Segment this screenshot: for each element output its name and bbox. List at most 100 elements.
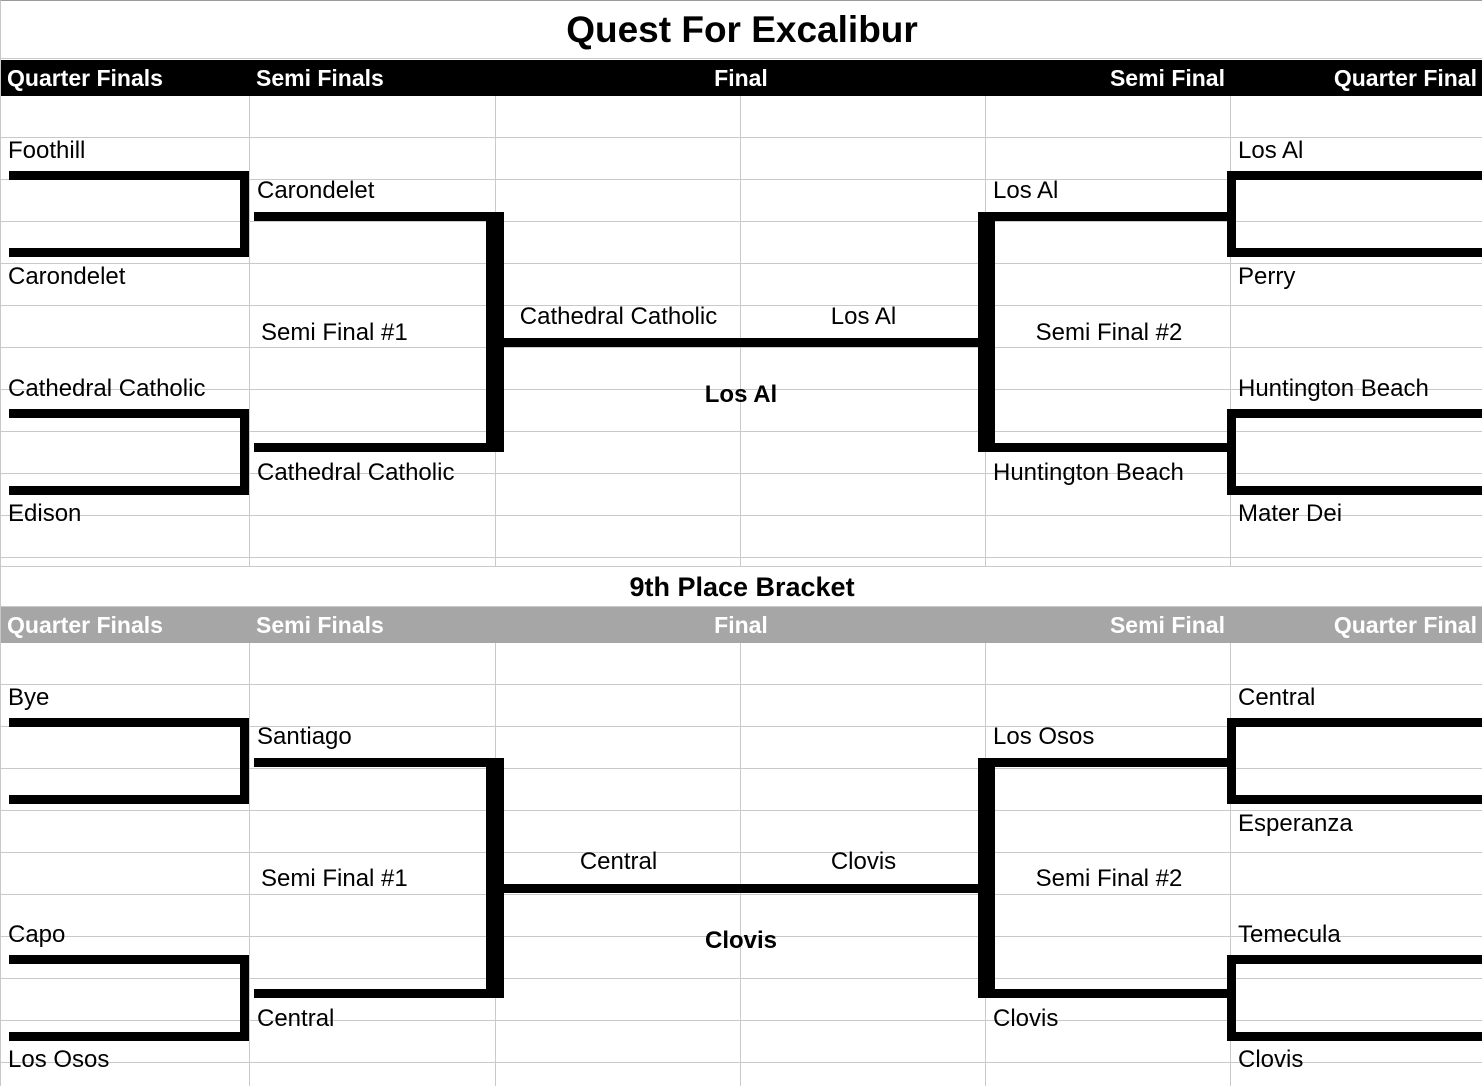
- grid-cell: [1231, 769, 1482, 811]
- grid-cell: [741, 558, 986, 567]
- grid-cell: [496, 96, 741, 138]
- header-final-1: Final: [496, 60, 986, 96]
- grid-cell: [1, 96, 250, 138]
- header-final-2: Final: [496, 607, 986, 643]
- header-quarter-finals-left-2: Quarter Finals: [1, 607, 250, 643]
- grid-cell: [250, 643, 496, 685]
- grid-cell: [1, 558, 250, 567]
- grid-cell: [986, 306, 1231, 348]
- grid-cell: [741, 1021, 986, 1063]
- grid-cell: [496, 222, 741, 264]
- secondary-title: 9th Place Bracket: [1, 568, 1482, 607]
- grid-cell: [496, 306, 741, 348]
- grid-cell: [986, 811, 1231, 853]
- grid-cell: [1, 727, 250, 769]
- grid-cell: [741, 138, 986, 180]
- grid-cell: [496, 138, 741, 180]
- grid-cell: [250, 474, 496, 516]
- grid-cell: [986, 643, 1231, 685]
- bracket-connector-right-qf-1-top: [1227, 171, 1482, 257]
- grid-cell: [1, 937, 250, 979]
- grid-cell: [1231, 516, 1482, 558]
- grid-cell: [1231, 222, 1482, 264]
- final-lower-box-1: [495, 338, 987, 452]
- grid-cell: [1231, 643, 1482, 685]
- bracket-connector-right-qf-2-top: [1227, 718, 1482, 804]
- bracket-connector-right-qf-1-bottom: [1227, 409, 1482, 495]
- grid-cell: [1231, 96, 1482, 138]
- grid-cell: [1, 180, 250, 222]
- bracket-connector-left-qf-2-top: [9, 718, 249, 804]
- grid-cell: [250, 96, 496, 138]
- grid-cell: [986, 1021, 1231, 1063]
- grid-cell: [496, 390, 741, 432]
- grid-cell: [1231, 937, 1482, 979]
- grid-cell: [496, 811, 741, 853]
- bracket-connector-right-sf-2: [986, 758, 1227, 998]
- header-semi-finals-left-1: Semi Finals: [250, 60, 496, 96]
- grid-cell: [741, 474, 986, 516]
- grid-cell: [986, 348, 1231, 390]
- grid-cell: [1, 811, 250, 853]
- grid-cell: [496, 853, 741, 895]
- grid-cell: [1, 348, 250, 390]
- page-title: Quest For Excalibur: [1, 1, 1482, 59]
- grid-cell: [741, 516, 986, 558]
- grid-cell: [741, 979, 986, 1021]
- final-upper-box-1: [495, 212, 987, 338]
- grid-cell: [1231, 180, 1482, 222]
- final-upper-box-2: [495, 758, 987, 884]
- grid-cell: [1, 390, 250, 432]
- grid-cell: [741, 1063, 986, 1086]
- grid-cell: [741, 643, 986, 685]
- grid-cell: [1231, 1063, 1482, 1086]
- grid-cell: [1, 222, 250, 264]
- grid-cell: [986, 516, 1231, 558]
- grid-cell: [1, 643, 250, 685]
- grid-cell: [250, 516, 496, 558]
- grid-cell: [496, 348, 741, 390]
- header-semi-final-right-2: Semi Final: [986, 607, 1231, 643]
- grid-cell: [1, 1021, 250, 1063]
- grid-cell: [741, 180, 986, 222]
- grid-cell: [1231, 432, 1482, 474]
- grid-cell: [1231, 811, 1482, 853]
- grid-cell: [1, 516, 250, 558]
- bracket-connector-right-qf-2-bottom: [1227, 955, 1482, 1041]
- grid-cell: [1, 853, 250, 895]
- grid-cell: [1, 979, 250, 1021]
- grid-cell: [496, 727, 741, 769]
- grid-cell: [496, 558, 741, 567]
- grid-cell: [986, 1063, 1231, 1086]
- grid-cell: [986, 264, 1231, 306]
- grid-cell: [496, 1021, 741, 1063]
- grid-cell: [1, 432, 250, 474]
- grid-cell: [986, 558, 1231, 567]
- grid-cell: [986, 685, 1231, 727]
- grid-cell: [1, 1063, 250, 1086]
- grid-cell: [496, 685, 741, 727]
- grid-cell: [1, 895, 250, 937]
- grid-cell: [741, 685, 986, 727]
- header-quarter-finals-left-1: Quarter Finals: [1, 60, 250, 96]
- header-semi-finals-left-2: Semi Finals: [250, 607, 496, 643]
- bracket-connector-left-sf-1: [254, 212, 495, 452]
- grid-cell: [250, 685, 496, 727]
- grid-cell: [1231, 895, 1482, 937]
- grid-cell: [986, 895, 1231, 937]
- grid-cell: [986, 853, 1231, 895]
- grid-cell: [496, 432, 741, 474]
- grid-cell: [741, 727, 986, 769]
- grid-cell: [496, 264, 741, 306]
- grid-cell: [1, 264, 250, 306]
- grid-cell: [250, 180, 496, 222]
- grid-cell: [1, 306, 250, 348]
- grid-cell: [496, 474, 741, 516]
- grid-cell: [1231, 390, 1482, 432]
- grid-cell: [1, 474, 250, 516]
- grid-cell: [250, 727, 496, 769]
- grid-cell: [496, 769, 741, 811]
- final-lower-box-2: [495, 884, 987, 998]
- grid-cell: [1, 769, 250, 811]
